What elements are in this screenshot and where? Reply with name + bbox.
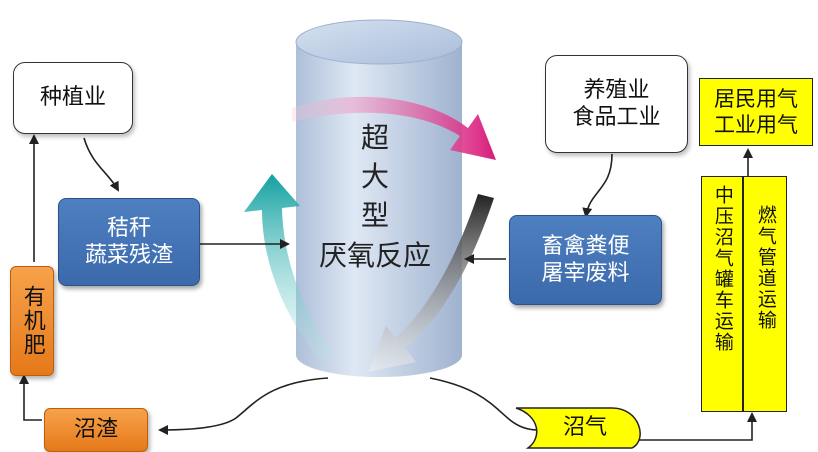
manure-box: 畜禽粪便 屠宰废料 [509,215,662,305]
connectors [19,134,757,441]
tanker-transport-box: 中压沼气罐车运输 [701,176,743,412]
reactor-cylinder [295,19,463,377]
biogas-label: 沼气 [562,415,607,441]
gas-use-box: 居民用气 工业用气 [699,78,813,146]
residue-box: 沼渣 [44,408,148,452]
planting-box: 种植业 [13,62,133,134]
magenta-curved-arrow [292,96,496,160]
fertilizer-box: 有机肥 [10,266,54,376]
pipeline-transport-box: 燃气管道运输 [743,176,787,412]
biogas-shape [515,407,641,449]
straw-box: 秸秆 蔬菜残渣 [58,198,200,286]
gray-curved-arrow [368,194,494,372]
reactor-label: 超 大 型 厌氧反应 [318,121,431,272]
breeding-box: 养殖业 食品工业 [545,55,688,153]
teal-curved-arrow [244,174,334,362]
